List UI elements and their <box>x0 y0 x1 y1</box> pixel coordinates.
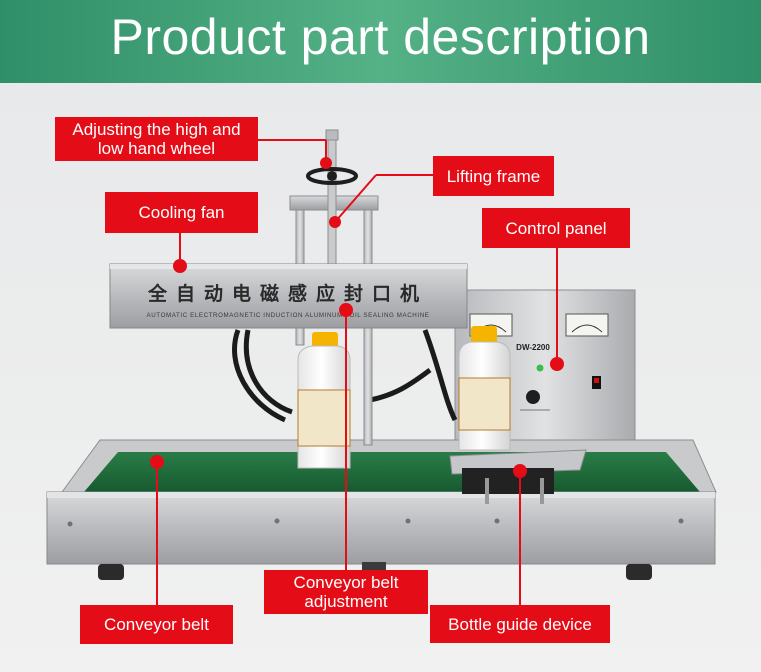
label-conveyor-belt: Conveyor belt <box>80 605 233 644</box>
label-bottle-guide: Bottle guide device <box>430 605 610 643</box>
label-cooling-fan: Cooling fan <box>105 192 258 233</box>
cables <box>232 329 458 423</box>
page-title: Product part description <box>110 9 651 65</box>
leader-dots <box>150 157 564 478</box>
label-conveyor-belt-adjustment: Conveyor belt adjustment <box>264 570 428 614</box>
bottle-guide <box>449 449 587 504</box>
machine-english-name: AUTOMATIC ELECTROMAGNETIC INDUCTION ALUM… <box>147 312 430 319</box>
bottles <box>297 326 511 469</box>
label-lifting-frame: Lifting frame <box>433 156 554 196</box>
leader-lines <box>156 139 558 605</box>
header-banner: Product part description <box>0 0 761 83</box>
label-control-panel: Control panel <box>482 208 630 248</box>
model-text: DW-2200 <box>516 343 550 352</box>
label-hand-wheel: Adjusting the high and low hand wheel <box>55 117 258 161</box>
sealing-head: 全自动电磁感应封口机 AUTOMATIC ELECTROMAGNETIC IND… <box>109 263 468 329</box>
conveyor-base <box>46 439 717 580</box>
machine-chinese-name: 全自动电磁感应封口机 <box>147 282 428 305</box>
